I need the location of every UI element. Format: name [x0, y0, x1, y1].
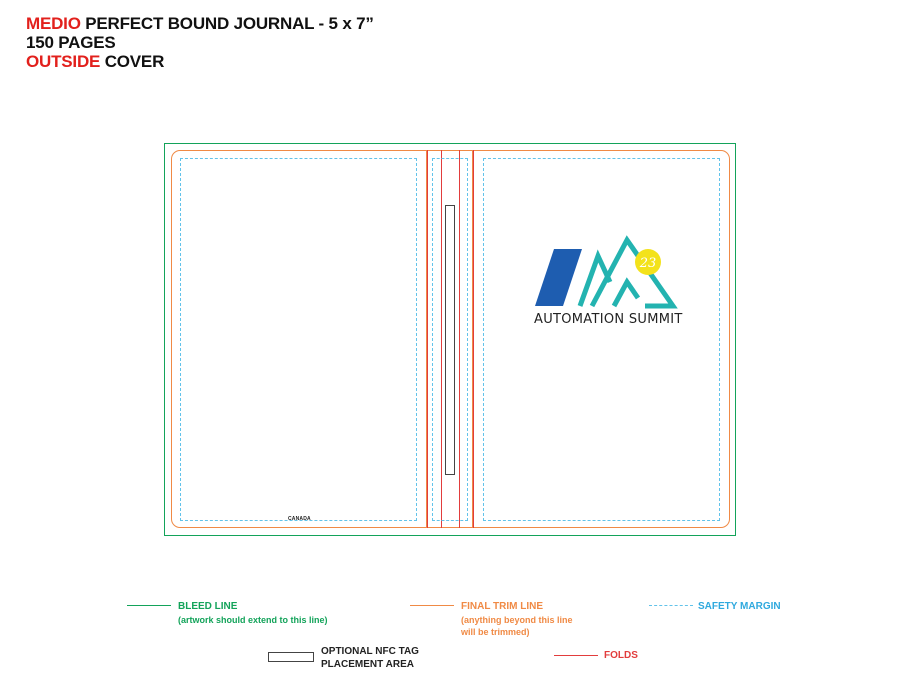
legend-trim-note-1: (anything beyond this line — [461, 615, 573, 625]
legend-safety-title: SAFETY MARGIN — [698, 601, 781, 612]
canada-imprint: CANADA — [288, 516, 311, 522]
header-line-1: MEDIO PERFECT BOUND JOURNAL - 5 x 7” — [26, 14, 374, 33]
template-header: MEDIO PERFECT BOUND JOURNAL - 5 x 7” 150… — [26, 14, 374, 71]
legend-trim-note-2: will be trimmed) — [461, 627, 530, 637]
logo-teal-mountain-inner — [611, 277, 641, 308]
legend-trim-swatch — [410, 605, 454, 606]
logo-wordmark: AUTOMATION SUMMIT — [534, 312, 683, 327]
legend-nfc-title-2: PLACEMENT AREA — [321, 659, 414, 670]
legend-bleed-title: BLEED LINE — [178, 601, 238, 612]
safety-margin-back — [180, 158, 417, 521]
safety-margin-spine — [432, 158, 468, 521]
legend-bleed-swatch — [127, 605, 171, 606]
legend-folds-swatch — [554, 655, 598, 656]
logo-badge-number: 23 — [639, 256, 657, 271]
header-medio: MEDIO — [26, 14, 81, 33]
legend-nfc-title-1: OPTIONAL NFC TAG — [321, 646, 419, 657]
legend-trim-title: FINAL TRIM LINE — [461, 601, 544, 612]
fold-line-3 — [459, 150, 460, 528]
header-outside: OUTSIDE — [26, 52, 101, 71]
logo-blue-shape — [535, 249, 582, 306]
header-cover: COVER — [100, 52, 165, 71]
fold-line-1 — [427, 150, 428, 528]
logo-teal-mountain-left — [577, 249, 613, 307]
trim-back-panel — [171, 150, 427, 528]
automation-summit-logo: 23 — [535, 235, 678, 309]
header-line-3: OUTSIDE COVER — [26, 52, 374, 71]
bleed-line-border — [164, 143, 736, 536]
legend-safety-swatch — [649, 605, 693, 606]
logo-yellow-badge — [635, 249, 661, 275]
legend-folds-title: FOLDS — [604, 650, 638, 661]
fold-line-4 — [473, 150, 474, 528]
header-line-2: 150 PAGES — [26, 33, 116, 52]
fold-line-2 — [441, 150, 442, 528]
legend-nfc-swatch — [268, 652, 314, 662]
nfc-tag-area — [445, 205, 455, 475]
legend-bleed-note: (artwork should extend to this line) — [178, 615, 328, 625]
header-product: PERFECT BOUND JOURNAL - 5 x 7” — [80, 14, 374, 33]
safety-margin-front — [483, 158, 720, 521]
